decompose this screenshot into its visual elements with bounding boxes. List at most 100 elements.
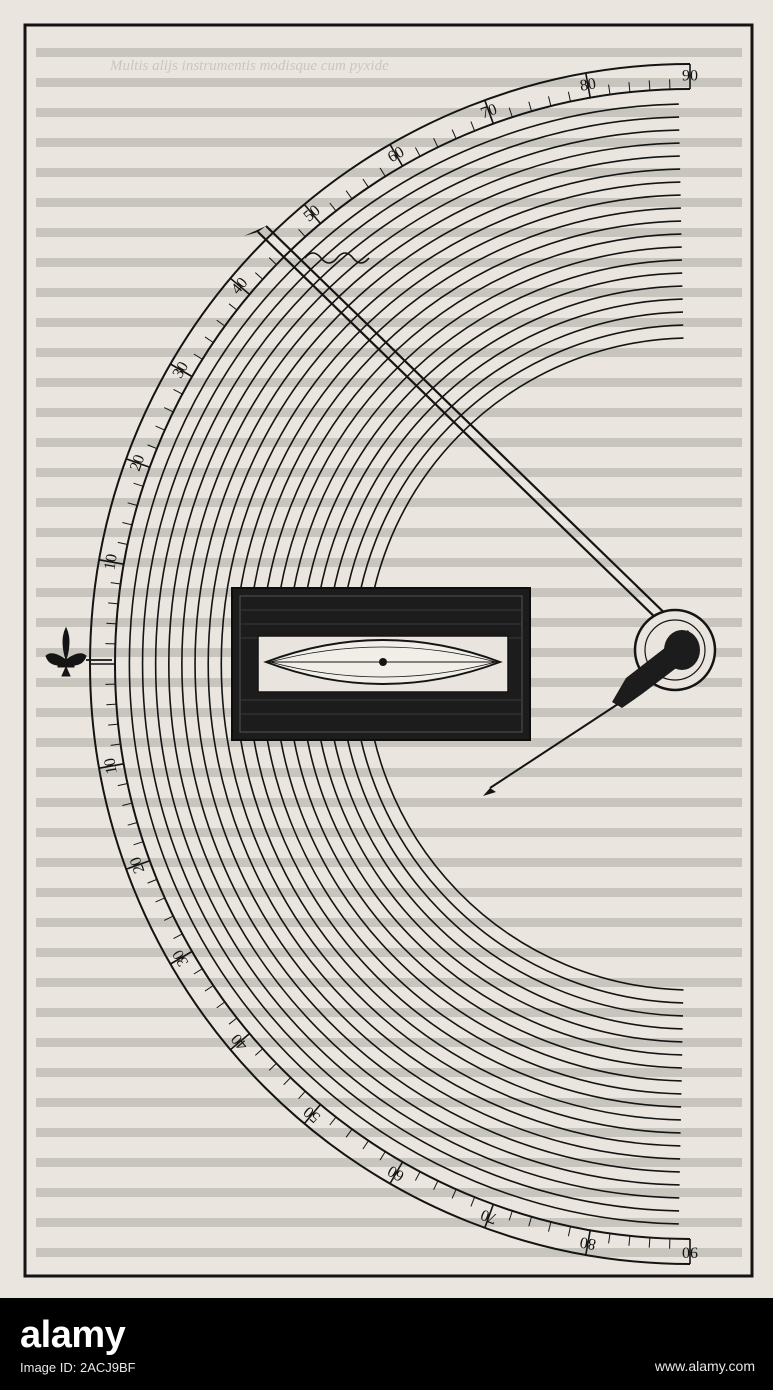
scale-tick (122, 802, 133, 806)
scale-tick (155, 897, 165, 903)
scale-tick (389, 143, 404, 167)
plate-frame (23, 23, 754, 1278)
scale-tick (106, 622, 117, 625)
scale-tick (204, 985, 214, 992)
scale-tick (433, 1180, 439, 1191)
scale-tick (585, 1230, 591, 1256)
scale-tick (108, 723, 119, 726)
scale-tick (108, 602, 119, 605)
scale-tick (283, 1077, 291, 1086)
degree-label: 60 (385, 1162, 407, 1185)
quadrant-arc (141, 116, 680, 1212)
degree-label: 90 (682, 1243, 698, 1260)
scale-tick (329, 1116, 337, 1126)
stylus-pointer (483, 630, 700, 796)
scale-tick (268, 1063, 277, 1071)
scale-tick (470, 1196, 476, 1207)
degree-label: 90 (682, 68, 698, 85)
quadrant-arc (220, 194, 681, 1134)
scale-tick (470, 121, 476, 132)
scale-tick (229, 1032, 251, 1051)
scale-tick (106, 703, 117, 706)
scale-tick (379, 1151, 386, 1161)
scale-tick (628, 1235, 631, 1246)
scale-tick (648, 80, 651, 91)
scale-tick (110, 743, 121, 746)
scale-tick (125, 859, 150, 870)
scale-tick (169, 950, 193, 965)
scale-tick (414, 1171, 421, 1181)
quadrant-arc (181, 155, 680, 1173)
scale-tick (585, 72, 591, 98)
scale-tick (125, 458, 150, 469)
scale-tick (548, 1221, 552, 1232)
scale-tick (193, 353, 203, 360)
scale-tick (628, 82, 631, 93)
quadrant-arc (128, 103, 679, 1225)
scale-tick (163, 915, 174, 921)
scale-tick (484, 99, 495, 124)
scale-tick (528, 1216, 532, 1227)
brand-logo: alamy (20, 1314, 126, 1356)
scale-tick (147, 878, 158, 884)
scale-tick (303, 203, 322, 225)
degree-label: 80 (579, 1233, 598, 1253)
alidade-arm (244, 225, 681, 629)
scale-tick (508, 1210, 513, 1221)
scale-tick (298, 228, 306, 238)
scale-tick (133, 482, 144, 487)
scale-tick (117, 541, 128, 545)
scale-tick (268, 257, 277, 265)
scale-tick (193, 968, 203, 975)
scale-tick (173, 388, 183, 395)
scale-tick (98, 559, 124, 565)
scale-tick (169, 363, 193, 378)
scale-tick (414, 147, 421, 157)
quadrant-arc (154, 129, 680, 1199)
scale-tick (127, 502, 138, 506)
scale-tick (127, 822, 138, 826)
scale-tick (254, 1048, 264, 1056)
degree-label: 10 (101, 553, 121, 572)
scale-tick (298, 1090, 306, 1100)
scale-tick (528, 101, 532, 112)
scale-tick (608, 84, 611, 95)
degree-scale (89, 63, 691, 1265)
scale-tick (204, 336, 214, 343)
scale-tick (229, 277, 251, 296)
scale-tick (567, 1226, 571, 1237)
degree-label: 30 (170, 947, 193, 969)
scale-tick (389, 1161, 404, 1185)
scale-tick (216, 1001, 226, 1009)
scale-tick (228, 303, 238, 311)
quadrant-arc (194, 168, 681, 1160)
scale-tick (548, 96, 552, 107)
scale-tick (433, 137, 439, 148)
scale-tick (451, 129, 457, 139)
scale-tick (362, 1140, 369, 1150)
scale-tick (345, 190, 353, 200)
scale-tick (173, 933, 183, 940)
scale-tick (329, 202, 337, 212)
scale-tick (216, 319, 226, 327)
scale-tick (122, 522, 133, 526)
scale-tick (303, 1103, 322, 1125)
scale-tick (117, 783, 128, 787)
degree-label: 70 (478, 1206, 499, 1227)
compass-box (231, 587, 531, 741)
scale-tick (345, 1128, 353, 1138)
woodcut-quadrant-illustration: Multis alijs instrumentis modisque cum p… (23, 23, 754, 1278)
scale-tick (163, 407, 174, 413)
degree-label: 20 (127, 855, 148, 876)
book-page: Multis alijs instrumentis modisque cum p… (23, 23, 754, 1278)
degree-label: 30 (170, 359, 193, 381)
scale-tick (648, 1237, 651, 1248)
scale-tick (228, 1017, 238, 1025)
site-url: www.alamy.com (654, 1358, 755, 1374)
fleur-de-lis-icon (45, 626, 112, 677)
scale-tick (362, 178, 369, 188)
scale-tick (484, 1204, 495, 1229)
scale-tick (567, 91, 571, 102)
scale-tick (451, 1189, 457, 1199)
